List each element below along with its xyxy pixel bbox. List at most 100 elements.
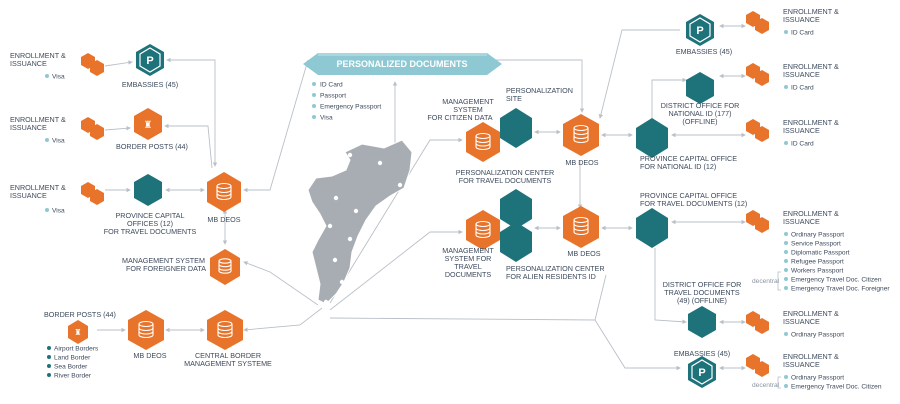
database-icon xyxy=(216,182,232,201)
svg-text:ISSUANCE: ISSUANCE xyxy=(783,360,820,369)
svg-text:Visa: Visa xyxy=(52,208,65,215)
district-office-travel: DISTRICT OFFICE FOR TRAVEL DOCUMENTS (49… xyxy=(663,280,741,338)
svg-text:ENROLLMENT &: ENROLLMENT & xyxy=(10,115,66,124)
svg-text:Emergency Travel Doc. Citizen: Emergency Travel Doc. Citizen xyxy=(791,277,882,284)
svg-text:Emergency Travel Doc. Citizen: Emergency Travel Doc. Citizen xyxy=(791,384,882,391)
central-border-management: CENTRAL BORDER MANAGEMENT SYSTEME xyxy=(184,310,272,368)
banner-title: PERSONALIZED DOCUMENTS xyxy=(336,59,467,69)
svg-text:ENROLLMENT &: ENROLLMENT & xyxy=(783,7,839,16)
enrollment-hex xyxy=(755,361,769,377)
svg-text:TRAVEL DOCUMENTS: TRAVEL DOCUMENTS xyxy=(664,288,740,297)
p-icon: P xyxy=(146,55,153,67)
svg-text:MANAGEMENT: MANAGEMENT xyxy=(442,97,494,106)
svg-text:CENTRAL BORDER: CENTRAL BORDER xyxy=(195,351,261,360)
svg-text:ISSUANCE: ISSUANCE xyxy=(10,123,47,132)
management-system-travel: MANAGEMENT SYSTEM FOR TRAVEL DOCUMENTS xyxy=(442,210,500,279)
svg-text:EMBASSIES (45): EMBASSIES (45) xyxy=(674,349,730,358)
database-icon xyxy=(573,124,589,144)
svg-text:Land Border: Land Border xyxy=(54,355,91,362)
enrollment-right-district-travel: ENROLLMENT & ISSUANCE Ordinary Passport xyxy=(746,309,844,339)
svg-text:NATIONAL ID (177): NATIONAL ID (177) xyxy=(668,109,731,118)
svg-text:FOR TRAVEL DOCUMENTS: FOR TRAVEL DOCUMENTS xyxy=(459,176,552,185)
district-office-national: DISTRICT OFFICE FOR NATIONAL ID (177) (O… xyxy=(661,72,739,126)
svg-text:Emergency Travel Doc. Foreigne: Emergency Travel Doc. Foreigner xyxy=(791,286,890,293)
svg-text:SYSTEM: SYSTEM xyxy=(453,105,483,114)
svg-text:OFFICES (12): OFFICES (12) xyxy=(127,219,173,228)
svg-text:ISSUANCE: ISSUANCE xyxy=(783,70,820,79)
connector-lines xyxy=(97,23,746,371)
svg-text:EMBASSIES (45): EMBASSIES (45) xyxy=(676,47,732,56)
svg-text:Service Passport: Service Passport xyxy=(791,241,841,248)
svg-text:(OFFLINE): (OFFLINE) xyxy=(682,117,717,126)
svg-text:SYSTEM FOR: SYSTEM FOR xyxy=(445,254,492,263)
p-icon: P xyxy=(696,25,703,37)
enrollment-hex xyxy=(755,70,769,86)
banner-item: Passport xyxy=(320,93,346,100)
embassies-left: P EMBASSIES (45) xyxy=(122,44,178,89)
svg-text:ENROLLMENT &: ENROLLMENT & xyxy=(10,51,66,60)
officer-icon: ♜ xyxy=(74,328,81,337)
svg-text:Airport Borders: Airport Borders xyxy=(54,346,99,353)
svg-text:Refugee Passport: Refugee Passport xyxy=(791,259,844,266)
svg-text:(49) (OFFLINE): (49) (OFFLINE) xyxy=(677,296,727,305)
svg-text:PROVINCE CAPITAL: PROVINCE CAPITAL xyxy=(116,211,185,220)
svg-text:Ordinary Passport: Ordinary Passport xyxy=(791,232,844,239)
decentral-label: decentral xyxy=(752,278,780,285)
svg-text:MANAGEMENT SYSTEME: MANAGEMENT SYSTEME xyxy=(184,359,272,368)
enrollment-issuance-left-2: ENROLLMENT & ISSUANCE Visa xyxy=(10,115,104,145)
enrollment-right-district: ENROLLMENT & ISSUANCE ID Card xyxy=(746,62,839,92)
svg-text:FOR CITIZEN DATA: FOR CITIZEN DATA xyxy=(427,113,492,122)
enrollment-hex xyxy=(755,18,769,34)
personalization-center-alien: PERSONALIZATION CENTER FOR ALIEN RESIDEN… xyxy=(500,222,605,281)
svg-text:FOR FOREIGNER DATA: FOR FOREIGNER DATA xyxy=(126,264,206,273)
svg-text:BORDER POSTS (44): BORDER POSTS (44) xyxy=(116,142,188,151)
enrollment-right-travel: ENROLLMENT & ISSUANCE Ordinary Passport … xyxy=(746,209,890,293)
officer-icon: ♜ xyxy=(144,120,153,131)
embassies-bottom-right: EMBASSIES (45) P xyxy=(674,349,730,388)
enrollment-hex xyxy=(755,318,769,334)
svg-text:ENROLLMENT &: ENROLLMENT & xyxy=(783,309,839,318)
svg-text:Diplomatic Passport: Diplomatic Passport xyxy=(791,250,850,257)
svg-text:ISSUANCE: ISSUANCE xyxy=(783,317,820,326)
svg-text:BORDER POSTS (44): BORDER POSTS (44) xyxy=(44,310,116,319)
svg-text:ISSUANCE: ISSUANCE xyxy=(10,59,47,68)
p-icon: P xyxy=(698,367,705,379)
svg-text:PERSONALIZATION CENTER: PERSONALIZATION CENTER xyxy=(506,264,605,273)
mb-deos-bottom-left: MB DEOS xyxy=(128,310,167,360)
enrollment-hex xyxy=(90,124,104,140)
svg-text:ISSUANCE: ISSUANCE xyxy=(10,191,47,200)
enrollment-right-province: ENROLLMENT & ISSUANCE ID Card xyxy=(746,118,839,148)
personalization-center-travel: PERSONALIZATION CENTER FOR TRAVEL DOCUME… xyxy=(456,168,555,229)
svg-text:ID Card: ID Card xyxy=(791,85,814,92)
svg-text:Ordinary Passport: Ordinary Passport xyxy=(791,332,844,339)
province-capital-offices-left: PROVINCE CAPITAL OFFICES (12) FOR TRAVEL… xyxy=(104,174,197,236)
svg-text:PROVINCE CAPITAL OFFICE: PROVINCE CAPITAL OFFICE xyxy=(640,154,737,163)
svg-text:SITE: SITE xyxy=(506,94,522,103)
svg-text:FOR TRAVEL DOCUMENTS (12): FOR TRAVEL DOCUMENTS (12) xyxy=(640,199,747,208)
mb-deos-top-middle: MB DEOS xyxy=(563,114,599,167)
database-icon xyxy=(138,320,154,339)
svg-text:TRAVEL: TRAVEL xyxy=(454,262,481,271)
svg-text:PERSONALIZATION CENTER: PERSONALIZATION CENTER xyxy=(456,168,555,177)
svg-text:MB DEOS: MB DEOS xyxy=(567,249,600,258)
svg-text:ENROLLMENT &: ENROLLMENT & xyxy=(783,118,839,127)
svg-text:Visa: Visa xyxy=(52,138,65,145)
enrollment-issuance-left-3: ENROLLMENT & ISSUANCE Visa xyxy=(10,182,104,215)
management-system-citizen: MANAGEMENT SYSTEM FOR CITIZEN DATA xyxy=(427,97,500,162)
svg-text:MB DEOS: MB DEOS xyxy=(133,351,166,360)
svg-text:DOCUMENTS: DOCUMENTS xyxy=(445,270,492,279)
mb-deos-left: MB DEOS xyxy=(207,172,241,224)
svg-text:ENROLLMENT &: ENROLLMENT & xyxy=(783,62,839,71)
svg-text:ISSUANCE: ISSUANCE xyxy=(783,126,820,135)
banner-item: ID Card xyxy=(320,82,343,89)
enrollment-hex xyxy=(90,60,104,76)
country-map xyxy=(307,139,413,305)
svg-text:Workers Passport: Workers Passport xyxy=(791,268,843,275)
management-system-foreigner: MANAGEMENT SYSTEM FOR FOREIGNER DATA xyxy=(122,249,240,285)
map-city-dots xyxy=(323,152,403,305)
svg-text:MB DEOS: MB DEOS xyxy=(207,215,240,224)
border-posts-bottom: BORDER POSTS (44) ♜ Airport Borders Land… xyxy=(44,310,116,380)
svg-text:ENROLLMENT &: ENROLLMENT & xyxy=(783,352,839,361)
svg-text:FOR TRAVEL DOCUMENTS: FOR TRAVEL DOCUMENTS xyxy=(104,227,197,236)
